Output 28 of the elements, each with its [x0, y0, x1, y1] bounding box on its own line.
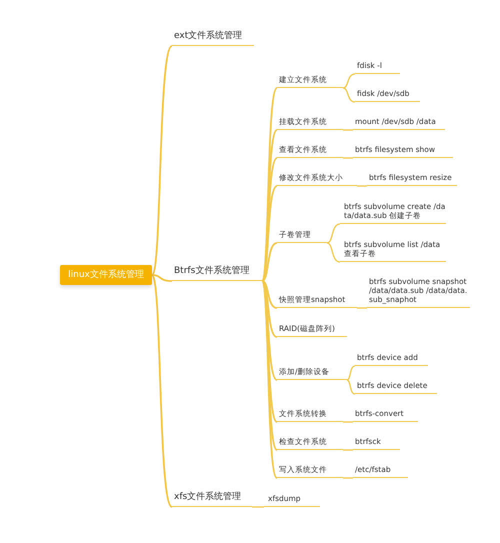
branch-line [261, 129, 278, 282]
branch-line [262, 280, 278, 309]
branch-line [261, 280, 278, 423]
branch-line [252, 506, 264, 508]
root-topic-box: linux文件系统管理 [60, 265, 152, 285]
branch-line [357, 307, 367, 309]
branch-line [346, 379, 356, 395]
branch-line [342, 73, 356, 89]
branch-line [326, 242, 340, 263]
branch-line [262, 242, 278, 282]
branch-line [346, 365, 356, 381]
branch-line [326, 223, 340, 244]
branch-line [342, 87, 356, 103]
branch-line [261, 88, 278, 282]
branch-line [343, 129, 353, 131]
topic-label: xfs文件系统管理 [172, 491, 252, 507]
branch-line [261, 157, 278, 282]
branch-line [151, 274, 173, 508]
branch-line [343, 477, 353, 479]
branch-line [357, 185, 367, 187]
branch-line [343, 157, 353, 159]
topic-label: ext文件系统管理 [172, 30, 254, 46]
branch-line [343, 449, 353, 451]
topic-label: Btrfs文件系统管理 [172, 267, 262, 281]
branch-line [152, 274, 172, 282]
branch-line [151, 45, 173, 276]
branch-line [343, 421, 353, 423]
branch-line [261, 280, 278, 381]
